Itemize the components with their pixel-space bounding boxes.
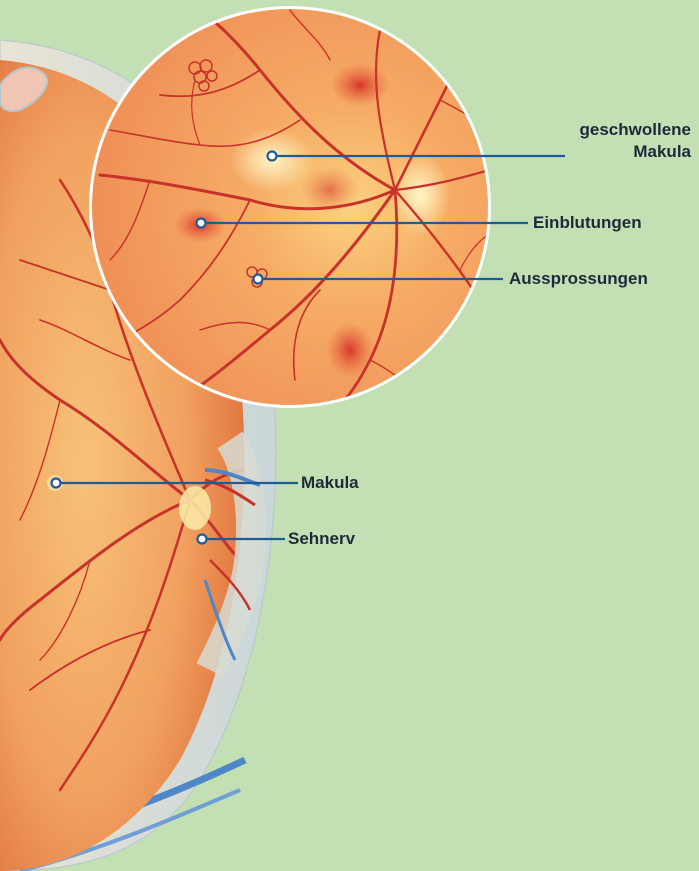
label-swollen-macula-line2: Makula [580,141,691,163]
label-optic-nerve: Sehnerv [288,528,355,550]
endpoint-macula [52,479,61,488]
hemorrhage-3 [326,322,374,378]
endpoint-optic-nerve [198,535,207,544]
label-swollen-macula-line1: geschwollene [580,119,691,141]
optic-disc [179,486,211,530]
hemorrhage-2 [330,63,390,107]
label-sprouts: Aussprossungen [509,268,648,290]
endpoint-sprouts [254,275,263,284]
zoomed-retina-view [89,6,491,408]
endpoint-swollen-macula [268,152,277,161]
label-macula: Makula [301,472,359,494]
label-hemorrhages: Einblutungen [533,212,642,234]
endpoint-hemorrhages [197,219,206,228]
label-swollen-macula: geschwollene Makula [580,119,691,163]
